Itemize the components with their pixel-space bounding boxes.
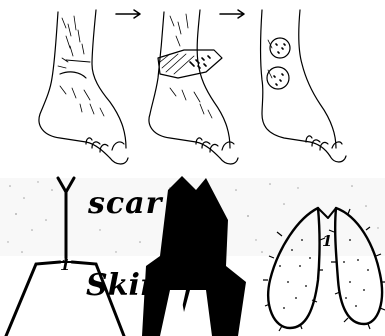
flap-number-label-right: 1 <box>322 232 332 250</box>
skin-label: Skin <box>86 268 162 303</box>
foot-sequence-illustration <box>0 0 385 170</box>
scar-label: scar <box>88 186 162 221</box>
flap-number-label-middle: 1 <box>180 266 192 286</box>
right-arrow-icon <box>220 10 244 18</box>
flap-number-label-left: 1 <box>60 256 70 274</box>
foot-drawing-before <box>39 10 128 164</box>
flap-schematic-illustration <box>0 170 385 336</box>
right-arrow-icon <box>116 10 140 18</box>
foot-drawing-flap-design <box>149 10 238 164</box>
foot-drawing-after <box>261 10 347 162</box>
